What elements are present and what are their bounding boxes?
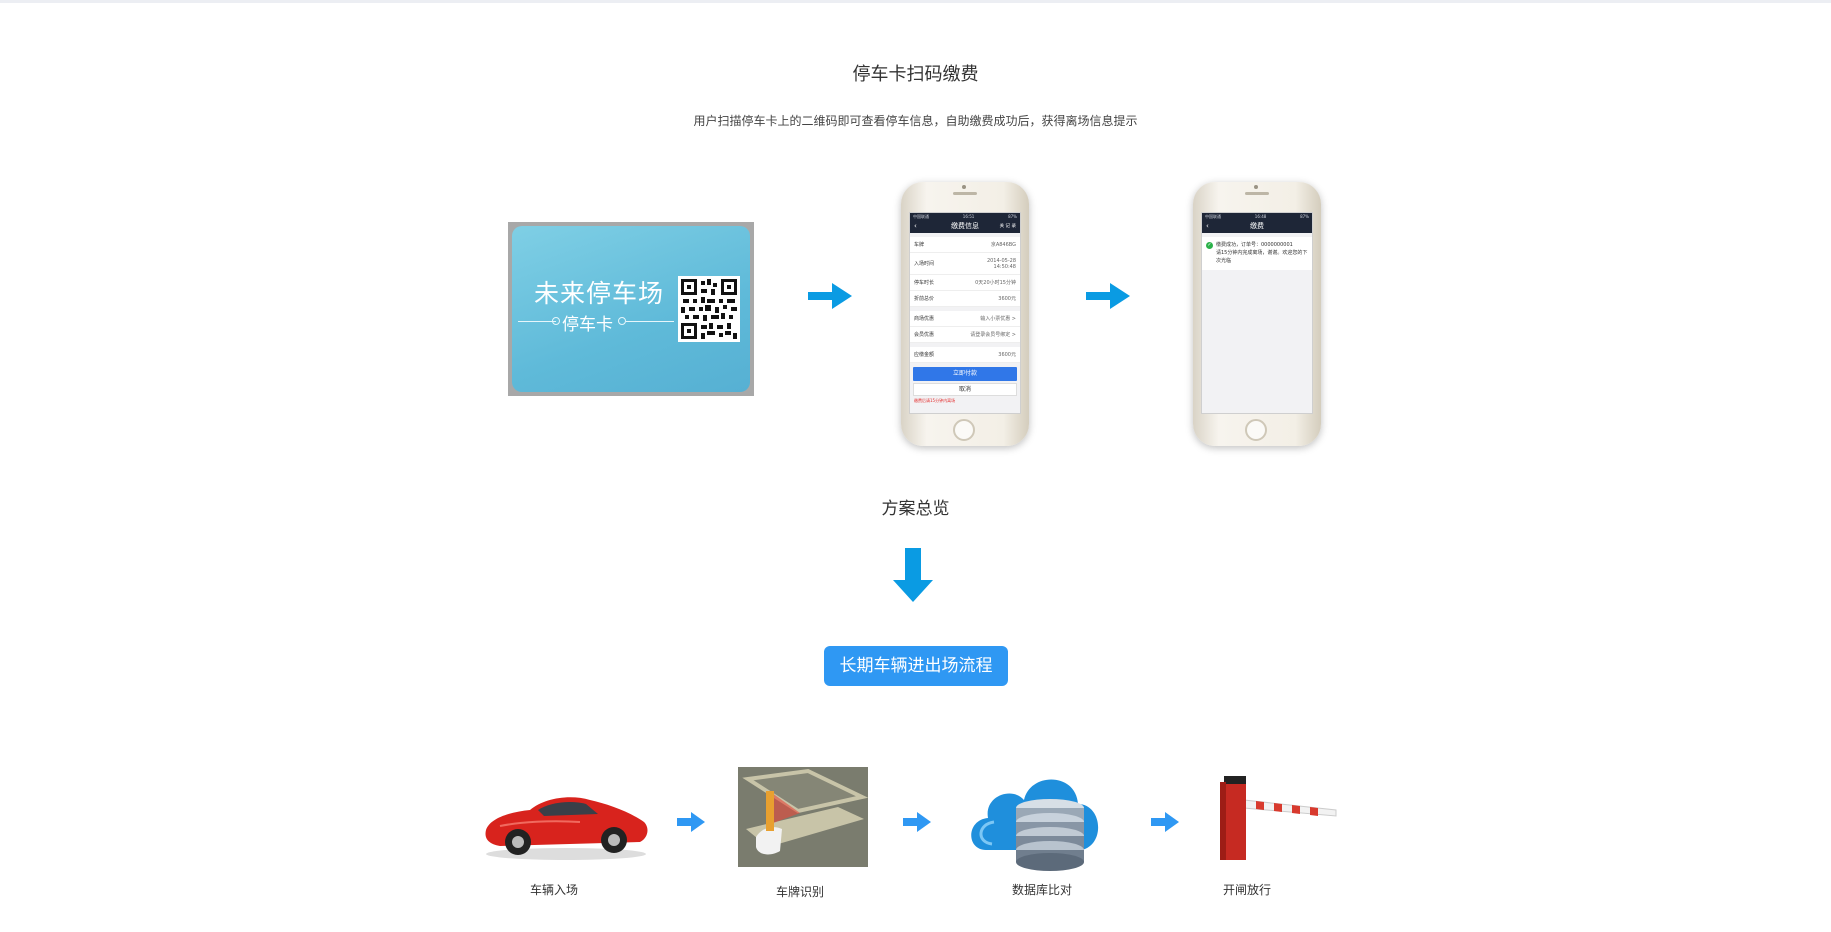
phone-payment-success: 中国联通 16:48 87% ‹ 缴费 ✓ 缴费成功，订单号：000000000… [1193, 182, 1321, 446]
parking-card-subtitle: 停车卡 [562, 315, 613, 335]
nav-title: 缴费信息 [951, 222, 979, 230]
row-value: 3600元 [998, 296, 1016, 302]
info-row-member-discount[interactable]: 会员优惠 请登录会员号绑定 > [910, 327, 1020, 343]
phone-payment-info: 中国联通 16:51 87% ‹ 缴费信息 关 记 录 车牌 京A846BG 入场… [901, 182, 1029, 446]
row-key: 应缴金额 [914, 352, 935, 358]
info-row-entry-time: 入场时间 2014-05-28 14:50:48 [910, 253, 1020, 275]
battery-label: 87% [1008, 214, 1017, 219]
info-row-mall-discount[interactable]: 商场优惠 输入小票优惠 > [910, 311, 1020, 327]
row-key: 停车时长 [914, 280, 935, 286]
check-icon: ✓ [1206, 242, 1213, 249]
info-row-amount-due: 应缴金额 3600元 [910, 347, 1020, 363]
row-value: 京A846BG [990, 242, 1016, 248]
overview-title: 方案总览 [881, 499, 950, 519]
row-value: 请登录会员号绑定 > [970, 332, 1016, 338]
page-subtitle: 用户扫描停车卡上的二维码即可查看停车信息，自助缴费成功后，获得离场信息提示 [693, 114, 1138, 128]
records-link[interactable]: 关 记 录 [999, 224, 1016, 229]
arrow-right-icon [1086, 283, 1130, 309]
row-key: 折前总价 [914, 296, 935, 302]
parking-card-image: 未来停车场 停车卡 [508, 222, 754, 396]
barrier-gate-image [1220, 776, 1337, 860]
parking-card: 未来停车场 停车卡 [512, 226, 750, 392]
status-bar: 中国联通 16:51 87% [910, 213, 1020, 220]
phone-camera [1254, 185, 1258, 189]
info-row-duration: 停车时长 0天20小时15分钟 [910, 275, 1020, 291]
carrier-label: 中国联通 [913, 214, 929, 219]
row-key: 车牌 [914, 242, 925, 248]
phone-speaker [953, 192, 977, 195]
step-label-vehicle-entry: 车辆入场 [529, 883, 578, 897]
arrow-right-icon [677, 812, 705, 832]
success-line-2: 请15分钟内完成离场，谢谢。欢迎您的下次光临 [1216, 250, 1308, 264]
row-value: 2014-05-28 14:50:48 [986, 257, 1016, 270]
phone-screen: 中国联通 16:48 87% ‹ 缴费 ✓ 缴费成功，订单号：000000000… [1201, 212, 1313, 414]
home-button [1245, 419, 1267, 441]
row-key: 商场优惠 [914, 316, 935, 322]
card-decor-line-left [518, 321, 556, 322]
cloud-database-image [971, 779, 1099, 871]
arrow-right-icon [1151, 812, 1179, 832]
info-row-original-price: 折前总价 3600元 [910, 291, 1020, 307]
step-label-database-compare: 数据库比对 [1011, 883, 1072, 897]
nav-title: 缴费 [1250, 222, 1264, 230]
license-plate-camera-image [738, 767, 868, 867]
step-label-open-gate: 开闸放行 [1222, 883, 1271, 897]
arrow-right-icon [903, 812, 931, 832]
cancel-button[interactable]: 取消 [913, 383, 1017, 396]
arrow-down-icon [893, 548, 933, 602]
battery-label: 87% [1300, 214, 1309, 219]
nav-bar: ‹ 缴费 [1202, 220, 1312, 233]
parking-card-title: 未来停车场 [534, 279, 665, 308]
nav-bar: ‹ 缴费信息 关 记 录 [910, 220, 1020, 233]
card-decor-dot-right [618, 317, 626, 325]
arrow-right-icon [808, 283, 852, 309]
row-key: 入场时间 [914, 261, 935, 267]
row-key: 会员优惠 [914, 332, 935, 338]
info-row-plate: 车牌 京A846BG [910, 237, 1020, 253]
back-icon[interactable]: ‹ [914, 222, 917, 230]
payment-success-message: ✓ 缴费成功，订单号：0000000001 请15分钟内完成离场，谢谢。欢迎您的… [1202, 237, 1312, 270]
long-term-vehicle-flow-button[interactable]: 长期车辆进出场流程 [824, 646, 1008, 686]
pay-now-button[interactable]: 立即付款 [913, 367, 1017, 381]
row-value: 3600元 [998, 352, 1016, 358]
time-label: 16:51 [962, 214, 975, 219]
status-bar: 中国联通 16:48 87% [1202, 213, 1312, 220]
leave-note: 缴费后请15分钟内离场 [914, 398, 956, 403]
page-title: 停车卡扫码缴费 [852, 64, 979, 85]
card-decor-dot-left [552, 317, 560, 325]
step-label-plate-recognition: 车牌识别 [775, 885, 824, 899]
back-icon[interactable]: ‹ [1206, 222, 1209, 230]
qr-code-icon [678, 276, 740, 342]
top-divider [0, 0, 1831, 3]
carrier-label: 中国联通 [1205, 214, 1221, 219]
red-sports-car-image [485, 797, 648, 860]
card-decor-line-right [626, 321, 674, 322]
time-label: 16:48 [1254, 214, 1267, 219]
row-value: 输入小票优惠 > [980, 316, 1016, 322]
phone-speaker [1245, 192, 1269, 195]
success-line-1: 缴费成功，订单号：0000000001 [1216, 242, 1293, 248]
row-value: 0天20小时15分钟 [975, 280, 1016, 286]
phone-screen: 中国联通 16:51 87% ‹ 缴费信息 关 记 录 车牌 京A846BG 入场… [909, 212, 1021, 414]
phone-camera [962, 185, 966, 189]
home-button [953, 419, 975, 441]
